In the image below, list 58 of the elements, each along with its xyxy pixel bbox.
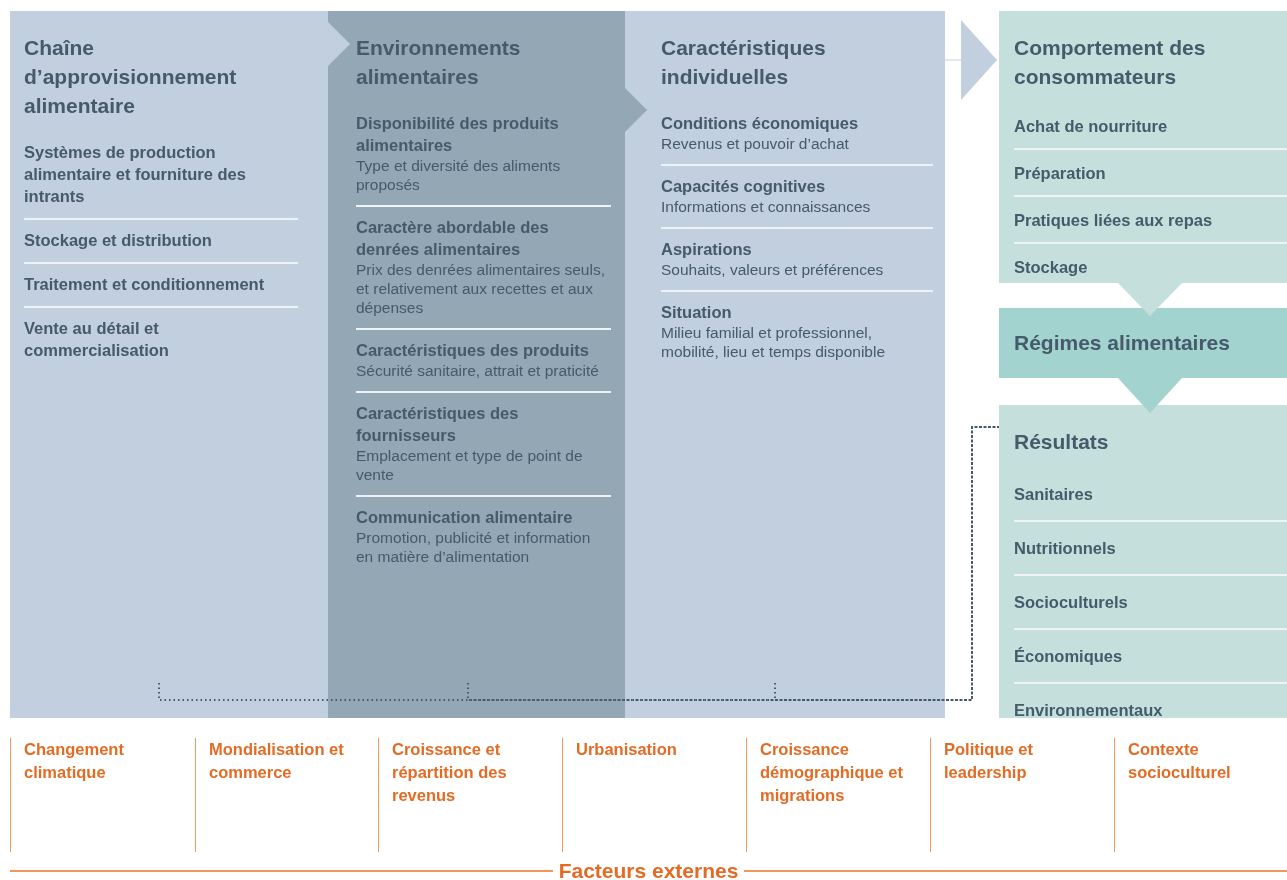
panel-heading: Caractéristiques individuelles bbox=[661, 35, 827, 90]
factor-label: Contexte socioculturel bbox=[1114, 738, 1287, 852]
chevron-arrow bbox=[1118, 282, 1182, 317]
item-description: Sécurité sanitaire, attrait et praticité bbox=[356, 361, 600, 380]
factor-label: Urbanisation bbox=[562, 738, 737, 852]
list-item: Économiques bbox=[1014, 630, 1287, 684]
panel-heading: Environnements alimentaires bbox=[356, 35, 522, 90]
list-item: Nutritionnels bbox=[1014, 522, 1287, 576]
item-description: Emplacement et type de point de vente bbox=[356, 446, 584, 484]
factor-label: Croissance et répartition des revenus bbox=[378, 738, 553, 852]
item-description: Revenus et pouvoir d’achat bbox=[661, 134, 850, 153]
list-item: Stockage et distribution bbox=[24, 220, 298, 264]
item-heading: Communication alimentaire bbox=[356, 507, 574, 528]
item-description: Milieu familial et professionnel, mobilité, lieu et temps disponible bbox=[661, 323, 886, 361]
list-item: Systèmes de production alimentaire et fourniture des intrants bbox=[24, 132, 298, 220]
factor-label: Changement climatique bbox=[10, 738, 185, 852]
panel-heading: Comportement des consommateurs bbox=[1014, 35, 1207, 90]
dotted-connector bbox=[467, 426, 1000, 701]
list-item: Traitement et conditionnement bbox=[24, 264, 298, 308]
column-panel bbox=[10, 11, 328, 718]
behaviour-panel bbox=[999, 11, 1287, 283]
panel-heading: Régimes alimentaires bbox=[1014, 330, 1231, 356]
list-item: Préparation bbox=[1014, 150, 1287, 197]
section-label: Facteurs externes bbox=[557, 859, 740, 880]
list-item: Socioculturels bbox=[1014, 576, 1287, 630]
item-heading: Situation bbox=[661, 302, 733, 323]
item-description: Promotion, publicité et information en matière d’alimentation bbox=[356, 528, 592, 566]
list-item: Stockage bbox=[1014, 244, 1287, 289]
factor-label: Politique et leadership bbox=[930, 738, 1105, 852]
diet-panel bbox=[999, 308, 1287, 378]
item-heading: Caractéristiques des produits bbox=[356, 340, 590, 361]
item-heading: Capacités cognitives bbox=[661, 176, 827, 197]
column-panel bbox=[625, 11, 945, 718]
chevron-arrow bbox=[327, 22, 351, 66]
item-heading: Conditions économiques bbox=[661, 113, 860, 134]
column-panel bbox=[328, 11, 625, 718]
item-heading: Caractère abordable des denrées alimentaires bbox=[356, 217, 550, 260]
list-item: Environnementaux bbox=[1014, 684, 1287, 736]
outcome-panel bbox=[999, 405, 1287, 718]
list-item: Sanitaires bbox=[1014, 468, 1287, 522]
item-description: Informations et connaissances bbox=[661, 197, 872, 216]
factor-label: Mondialisation et commerce bbox=[195, 738, 370, 852]
dotted-connector bbox=[774, 426, 1000, 701]
list-item: Vente au détail et commercialisation bbox=[24, 308, 298, 372]
chevron-arrow bbox=[1118, 377, 1182, 414]
item-description: Prix des denrées alimentaires seuls, et relativement aux recettes et aux dépenses bbox=[356, 260, 606, 317]
item-description: Souhaits, valeurs et préférences bbox=[661, 260, 885, 279]
panel-heading: Chaîne d’approvisionnement alimentaire bbox=[24, 35, 238, 119]
chevron-arrow bbox=[624, 88, 648, 132]
item-heading: Disponibilité des produits alimentaires bbox=[356, 113, 560, 156]
list-item: Achat de nourriture bbox=[1014, 103, 1287, 150]
item-description: Type et diversité des aliments proposés bbox=[356, 156, 562, 194]
panel-heading: Résultats bbox=[1014, 429, 1110, 455]
chevron-arrow bbox=[944, 20, 998, 100]
item-heading: Caractéristiques des fournisseurs bbox=[356, 403, 520, 446]
item-heading: Aspirations bbox=[661, 239, 753, 260]
list-item: Pratiques liées aux repas bbox=[1014, 197, 1287, 244]
factor-label: Croissance démographique et migrations bbox=[746, 738, 921, 852]
